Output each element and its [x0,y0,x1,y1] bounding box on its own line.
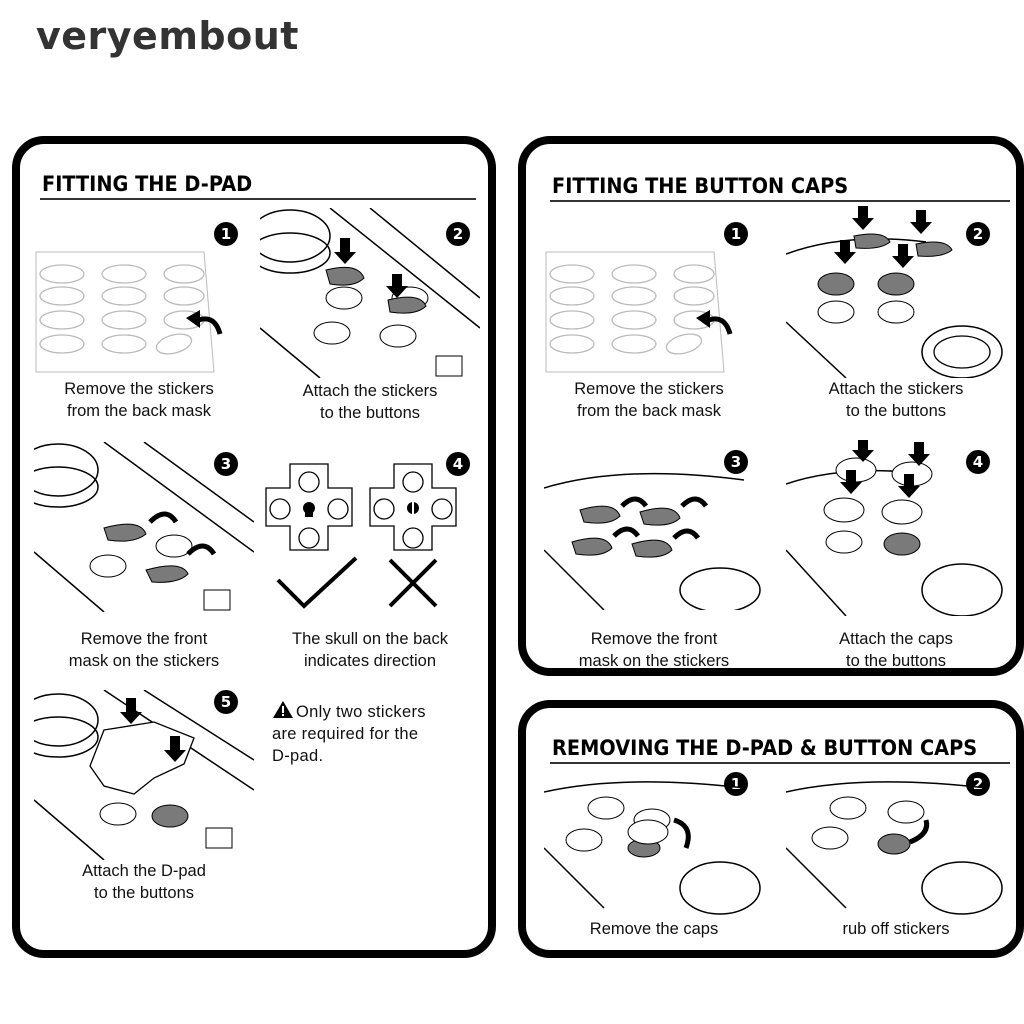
rub-off-stickers-illustration [786,781,1003,915]
remove-caps-illustration [544,781,761,915]
caps-panel: FITTING THE BUTTON CAPS 1 Remove the sti… [518,136,1024,676]
arrow-icon [909,819,930,845]
removing-title-rule [550,762,1010,764]
arrow-icon [680,496,709,508]
step-caption: Remove the stickers from the back mask [574,380,724,420]
caps-title-rule [550,200,1010,202]
arrow-icon [852,206,874,230]
arrow-icon [852,440,874,462]
arrow-icon [908,442,930,466]
arrow-icon [612,526,641,538]
removing-panel-title: REMOVING THE D-PAD & BUTTON CAPS [552,736,978,760]
arrow-icon [840,470,862,494]
dpad-title-rule [40,198,476,200]
attach-stickers-illustration [260,208,480,378]
step-number: 1 [724,772,748,796]
step-caption: rub off stickers [842,920,950,938]
cross-icon [388,558,438,608]
skull-icon [407,500,419,516]
arrow-icon [892,244,914,268]
dpad-note: Only two stickers are required for the D… [272,700,482,767]
caps-step-2: 2 Attach the stickers to the buttons [786,202,1006,420]
step-number: 4 [966,450,990,474]
step-number: 2 [446,222,470,246]
dpad-step-3: 3 Remove the front mask on the stickers [34,442,254,670]
remove-front-mask-illustration [34,442,254,612]
step-caption: Attach the D-pad to the buttons [82,862,206,902]
step-number: 3 [724,450,748,474]
step-caption: Remove the front mask on the stickers [578,630,730,670]
step-caption: The skull on the back indicates directio… [292,630,448,670]
checkmark-icon [276,556,358,609]
removing-step-2: 2 rub off stickers [786,768,1006,948]
dpad-step-4: 4 The skull on the back indicates direct… [260,442,480,670]
arrow-icon [620,496,649,508]
attach-dpad-illustration [34,690,254,860]
skull-icon [303,502,315,517]
step-number: 1 [214,222,238,246]
arrow-icon [120,698,142,724]
caps-step-4: 4 Attach the caps to the buttons [786,440,1006,670]
sticker-sheet-illustration [545,251,733,373]
warning-triangle-icon [273,701,293,718]
caps-step-3: 3 Remove the front mask on the stickers [544,440,764,670]
arrow-icon [148,511,179,524]
step-caption: Attach the stickers to the buttons [828,380,964,420]
brand-logo: veryembout [36,14,299,58]
arrow-icon [164,736,186,762]
step-number: 5 [214,690,238,714]
step-caption: Attach the caps to the buttons [839,630,953,670]
arrow-icon [673,817,691,849]
sticker-sheet-illustration [35,251,223,373]
arrow-icon [386,274,408,298]
dpad-step-5: 5 Attach the D-pad to the buttons [34,690,254,920]
arrow-icon [898,474,920,498]
step-number: 3 [214,452,238,476]
step-number: 4 [446,452,470,476]
dpad-step-1: 1 Remove the stickers from the back mask [34,214,244,420]
arrow-icon [910,210,932,234]
dpad-panel-title: FITTING THE D-PAD [42,172,253,196]
attach-caps-illustration [786,440,1003,616]
caps-panel-title: FITTING THE BUTTON CAPS [552,174,849,198]
arrow-icon [834,240,856,264]
step-caption: Attach the stickers to the buttons [302,382,438,422]
remove-front-mask-illustration [544,472,761,610]
step-caption: Remove the front mask on the stickers [68,630,220,670]
attach-stickers-illustration [786,206,1003,378]
arrow-icon [186,543,217,556]
dpad-direction-illustration [265,463,457,609]
step-caption: Remove the stickers from the back mask [64,380,214,420]
step-caption: Remove the caps [589,920,719,938]
step-number: 2 [966,772,990,796]
arrow-icon [334,238,356,264]
removing-step-1: 1 Remove the caps [544,768,764,948]
arrow-icon [672,528,701,540]
caps-step-1: 1 Remove the stickers from the back mask [544,214,754,420]
step-number: 1 [724,222,748,246]
step-number: 2 [966,222,990,246]
removing-panel: REMOVING THE D-PAD & BUTTON CAPS 1 Remov… [518,700,1024,958]
dpad-step-2: 2 Attach the stickers to the buttons [260,208,480,422]
dpad-panel: FITTING THE D-PAD 1 Remove the stickers … [12,136,496,958]
